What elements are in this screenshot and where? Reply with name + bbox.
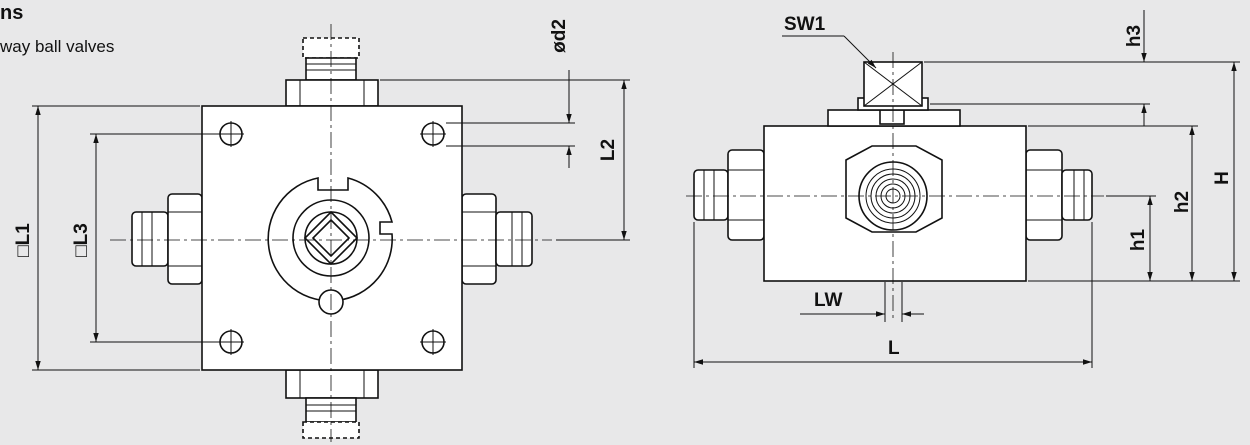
- side-left-fitting: [693, 149, 765, 241]
- hex-port: [845, 145, 943, 233]
- dim-l2: [380, 79, 630, 241]
- dim-l: [693, 222, 1093, 368]
- side-view: SW1 h3 h2 h1 H: [686, 10, 1240, 368]
- label-h3: h3: [1124, 25, 1145, 47]
- dim-h1: [1106, 195, 1156, 281]
- label-l3: □L3: [71, 223, 92, 257]
- label-d2: ød2: [549, 19, 570, 53]
- side-right-fitting: [1025, 149, 1093, 241]
- left-fitting: [131, 193, 203, 285]
- leader-sw1: [782, 35, 877, 69]
- label-l1: □L1: [13, 223, 34, 257]
- right-fitting: [461, 193, 533, 285]
- section-subheading: way ball valves: [0, 37, 115, 56]
- dim-h2: [1028, 125, 1240, 282]
- label-sw1: SW1: [784, 14, 826, 35]
- top-fitting: [285, 37, 379, 107]
- label-h1: h1: [1128, 228, 1149, 251]
- section-heading: ns: [0, 2, 24, 24]
- label-l2: L2: [598, 139, 619, 161]
- mounting-holes: [218, 121, 446, 355]
- dim-h3: [924, 10, 1240, 126]
- dim-lw: [800, 282, 924, 322]
- label-h-total: H: [1212, 171, 1233, 185]
- stem-plate: [267, 176, 394, 315]
- dim-l3: [90, 133, 220, 343]
- dim-d2: [446, 70, 575, 168]
- stem-block: [879, 109, 905, 125]
- bottom-fitting: [285, 369, 379, 439]
- label-h2: h2: [1172, 191, 1193, 213]
- label-l: L: [888, 338, 900, 359]
- dim-l1: [32, 105, 200, 371]
- top-view: □L1 □L3 L2 ød2: [13, 19, 630, 442]
- label-lw: LW: [814, 290, 843, 311]
